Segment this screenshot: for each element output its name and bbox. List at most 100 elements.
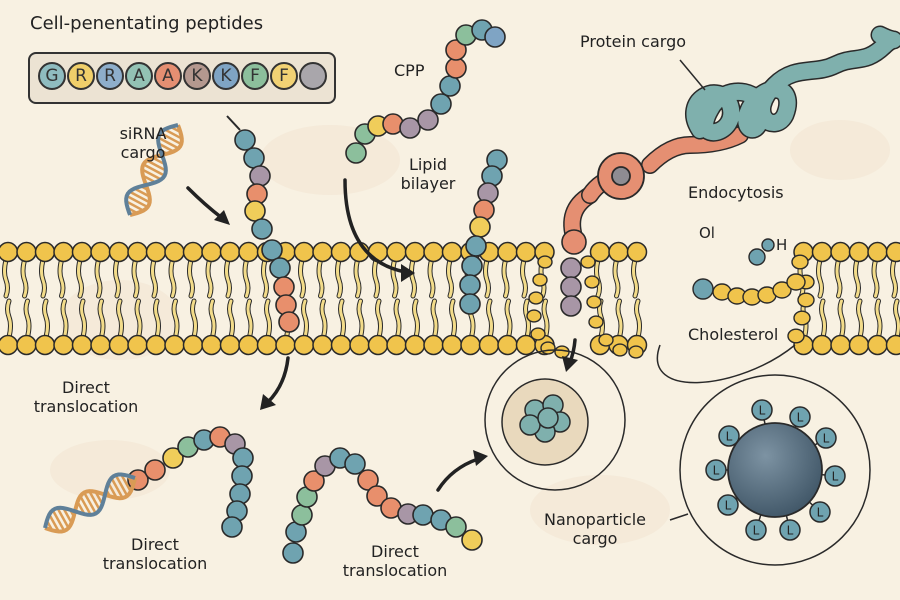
lipid-tail (857, 299, 863, 339)
lipid-head (256, 334, 278, 356)
lipid-head (53, 334, 74, 356)
protein-aggregate (537, 407, 559, 429)
residue-letter: K (191, 66, 203, 86)
lipid-tail (77, 258, 83, 298)
cpp-bead (249, 165, 271, 187)
arrows-layer (186, 178, 578, 492)
residue-letter: F (250, 66, 260, 86)
lipid-head (71, 334, 93, 356)
cpp-bead (243, 147, 265, 169)
dna-helix-base-pair (48, 513, 60, 533)
pit-lipid (526, 309, 542, 323)
lipid-tail (299, 258, 305, 298)
arrow-translocation-head (260, 394, 276, 410)
direct-translocation-label-3: Direct translocation (330, 542, 460, 580)
sirna-helix-strand (129, 124, 184, 217)
lipid-tail (58, 258, 65, 298)
cpp-bead (445, 57, 467, 79)
lipid-head (182, 241, 204, 263)
direct-translocation-2-line2: translocation (102, 554, 208, 573)
lipid-tail (354, 258, 361, 298)
nanoparticle-cargo-line1: Nanoparticle (543, 510, 647, 529)
lipid-tail (117, 299, 123, 339)
residue-bead: K (183, 62, 211, 90)
lipid-tail (872, 258, 879, 298)
direct-translocation-label-2: Direct translocation (90, 535, 220, 573)
lipid-head (53, 241, 74, 263)
nanoparticle-cargo-line2: cargo (572, 529, 618, 548)
sirna-helix-base-pair (142, 163, 166, 177)
cpp-bead (162, 447, 184, 469)
lipid-head (367, 241, 389, 263)
lipid-tail (98, 299, 105, 339)
lipid-tail (431, 299, 438, 339)
dna-helix-base-pair (107, 482, 118, 499)
lipid-tail (854, 258, 860, 298)
cpp-bead (273, 276, 295, 298)
pit-lipid (584, 275, 600, 289)
lipid-tail (487, 299, 493, 339)
direct-translocation-1-line1: Direct (62, 378, 110, 397)
residue-letter: A (162, 66, 174, 86)
dna-helix-base-pair (88, 490, 101, 511)
lipid-head (201, 241, 222, 263)
cholesterol-hydroxyl (692, 278, 714, 300)
lipid-head (127, 334, 148, 356)
lipid-head (164, 241, 185, 263)
lipid-head (312, 334, 333, 356)
dna-helix-base-pair (79, 495, 92, 516)
sirna-helix-base-pair (141, 168, 162, 181)
lipid-tail (172, 299, 179, 339)
lipid-tail (413, 299, 419, 339)
ligand-bead (809, 501, 831, 523)
cpp-bead (459, 274, 481, 296)
lipid-tail (410, 258, 416, 298)
lipid-tail (484, 258, 490, 298)
ligand-bead (824, 465, 846, 487)
cpp-bead (251, 218, 273, 240)
lipid-head (441, 334, 463, 356)
lipid-head (182, 334, 204, 356)
cpp-bead (303, 470, 325, 492)
sirna-cargo-label-line2: cargo (120, 143, 166, 162)
nanoparticle-core (727, 422, 823, 518)
lipid-head (386, 334, 407, 356)
residue-bead: A (154, 62, 182, 90)
lipid-head (330, 334, 352, 356)
lipid-tail (191, 299, 197, 339)
lipid-tail (376, 299, 382, 339)
cpp-bead (232, 447, 254, 469)
lipid-head (0, 241, 19, 263)
lipid-tail (336, 258, 342, 298)
lipid-head (201, 334, 222, 356)
cpp-bead (231, 465, 253, 487)
cpp-bead (465, 235, 487, 257)
ligand-label: L (725, 499, 732, 513)
lipid-tail (317, 258, 324, 298)
cpp-bead (459, 293, 481, 315)
lipid-head (238, 334, 259, 356)
arrow-to-endosome-2 (436, 457, 480, 492)
nanoparticle-label-pointer (669, 513, 689, 521)
sirna-helix-base-pair (133, 187, 151, 198)
lipid-head (811, 241, 833, 263)
h-label: H (776, 236, 788, 254)
lipid-head (848, 241, 870, 263)
protein-label-pointer (679, 59, 706, 91)
residue-bead: F (270, 62, 298, 90)
pit-lipid (797, 292, 815, 308)
lipid-head (404, 241, 426, 263)
dna-helix-base-pair (120, 473, 132, 493)
sirna-helix-base-pair (128, 190, 151, 204)
lipid-tail (302, 299, 308, 339)
lipid-head (848, 334, 870, 356)
nanoparticle-shell (679, 374, 871, 566)
residue-bead: F (241, 62, 269, 90)
pit-lipid (530, 327, 546, 341)
lipid-head (90, 241, 111, 263)
direct-translocation-3-line1: Direct (371, 542, 419, 561)
lipid-head (830, 241, 851, 263)
cpp-bead (261, 239, 283, 261)
cpp-bead (269, 257, 291, 279)
